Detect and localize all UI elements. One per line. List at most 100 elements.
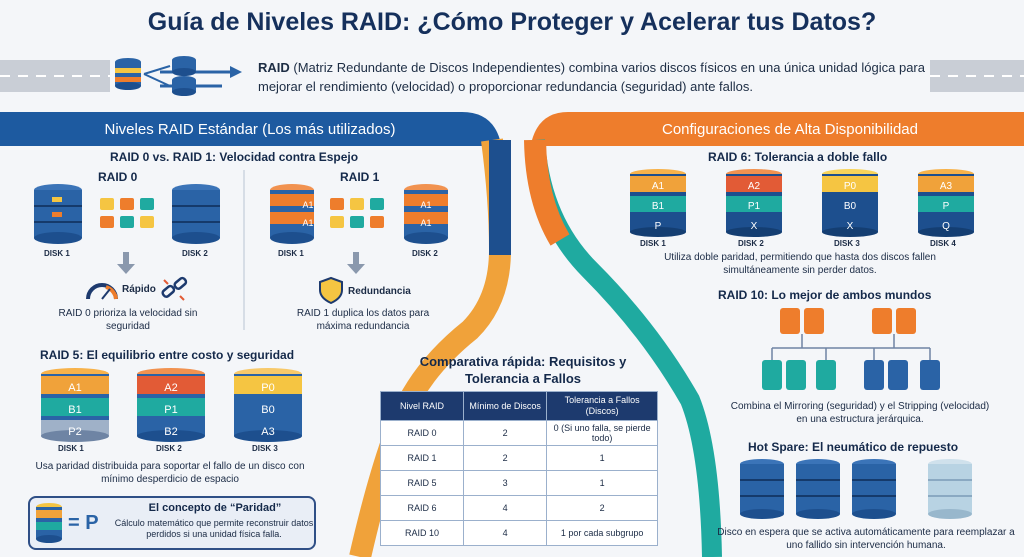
table-cell: RAID 6 xyxy=(379,495,465,521)
parity-concept-box xyxy=(28,496,316,550)
comparison-table: Nivel RAID Mínimo de Discos Tolerancia a… xyxy=(379,391,658,546)
arrow-down-icon xyxy=(117,252,135,274)
broken-link-icon xyxy=(161,276,188,301)
table-cell: RAID 1 xyxy=(379,445,465,471)
database-icon xyxy=(796,459,840,519)
database-icon xyxy=(36,503,62,543)
table-cell: 0 (Si uno falla, se pierde todo) xyxy=(546,420,658,446)
intro-strong: RAID xyxy=(258,60,290,75)
intro-rest: (Matriz Redundante de Discos Independien… xyxy=(258,60,925,94)
table-header: Tolerancia a Fallos (Discos) xyxy=(546,391,658,421)
raid0-disk1-icon xyxy=(34,184,82,244)
raid6-caption: Utiliza doble paridad, permitiendo que h… xyxy=(664,252,936,276)
speedometer-icon xyxy=(86,283,118,300)
hotspare-heading: Hot Spare: El neumático de repuesto xyxy=(748,440,959,454)
page-title: Guía de Niveles RAID: ¿Cómo Proteger y A… xyxy=(147,8,877,36)
arrow-down-icon xyxy=(347,252,365,274)
raid5-disk1-icon xyxy=(41,368,109,442)
raid6-disk2-icon xyxy=(726,169,782,237)
raid6-heading: RAID 6: Tolerancia a doble fallo xyxy=(708,150,888,164)
raid1-disk2-icon xyxy=(404,184,448,244)
left-banner-title: Niveles RAID Estándar (Los más utilizado… xyxy=(104,120,396,138)
table-header: Mínimo de Discos xyxy=(463,391,548,421)
table-cell: 2 xyxy=(546,495,658,521)
raid1-feature: Redundancia xyxy=(348,286,411,297)
raid5-disks xyxy=(41,368,302,442)
database-icon xyxy=(852,459,896,519)
raid6-disk2-label: DISK 2 xyxy=(738,239,764,248)
raid5-disk3-icon xyxy=(234,368,302,442)
comparison-title: Comparativa rápida: Requisitos y Toleran… xyxy=(419,354,627,386)
shield-icon xyxy=(319,276,343,304)
table-cell: 1 por cada subgrupo xyxy=(546,520,658,546)
raid1-disk2-label: DISK 2 xyxy=(412,249,438,258)
raid10-diagram xyxy=(762,308,940,390)
raid10-mirror-pair-2 xyxy=(872,308,916,334)
table-cell: 4 xyxy=(463,495,548,521)
raid6-disk4-label: DISK 4 xyxy=(930,239,956,248)
raid5-disk2-icon xyxy=(137,368,205,442)
raid10-stripe-disks xyxy=(762,360,940,390)
table-cell: RAID 10 xyxy=(379,520,465,546)
database-icon xyxy=(740,459,784,519)
raid0-disk1-label: DISK 1 xyxy=(44,249,70,258)
raid6-disk1-icon xyxy=(630,169,686,237)
table-cell: 1 xyxy=(546,470,658,496)
database-icon xyxy=(172,56,196,96)
raid6-disks xyxy=(630,169,974,237)
raid0-raid1-diagram xyxy=(34,184,448,274)
raid6-disk1-label: DISK 1 xyxy=(640,239,666,248)
table-cell: 3 xyxy=(463,470,548,496)
raid5-heading: RAID 5: El equilibrio entre costo y segu… xyxy=(40,348,295,362)
raid5-disk2-label: DISK 2 xyxy=(156,444,182,453)
table-cell: 1 xyxy=(546,445,658,471)
raid1-label: RAID 1 xyxy=(340,170,380,184)
raid6-disk3-label: DISK 3 xyxy=(834,239,860,248)
raid10-caption: Combina el Mirroring (seguridad) y el St… xyxy=(730,401,990,425)
raid1-disk1-label: DISK 1 xyxy=(278,249,304,258)
parity-equals: = P xyxy=(68,512,99,534)
raid0-stripe-blocks xyxy=(100,198,154,228)
header-disks-illustration xyxy=(115,56,196,96)
raid10-mirror-pair-1 xyxy=(780,308,824,334)
right-banner-title: Configuraciones de Alta Disponibilidad xyxy=(662,120,918,138)
raid5-disk3-label: DISK 3 xyxy=(252,444,278,453)
right-banner-shape xyxy=(532,112,1024,146)
table-cell: 2 xyxy=(463,420,548,446)
table-cell: RAID 0 xyxy=(379,420,465,446)
parity-title: El concepto de “Paridad” xyxy=(148,502,282,514)
raid10-heading: RAID 10: Lo mejor de ambos mundos xyxy=(718,288,932,302)
raid0-vs-1-heading: RAID 0 vs. RAID 1: Velocidad contra Espe… xyxy=(110,150,359,164)
raid0-caption: RAID 0 prioriza la velocidad sin segurid… xyxy=(58,308,198,332)
raid0-label: RAID 0 xyxy=(98,170,138,184)
database-icon xyxy=(115,58,141,90)
raid1-mirror-blocks xyxy=(330,198,384,228)
raid0-feature-fast: Rápido xyxy=(122,284,156,295)
hotspare-caption: Disco en espera que se activa automática… xyxy=(717,527,1015,551)
raid6-disk4-icon xyxy=(918,169,974,237)
table-cell: 2 xyxy=(463,445,548,471)
hotspare-disks xyxy=(740,459,972,519)
comparison-table-wrap: Nivel RAID Mínimo de Discos Tolerancia a… xyxy=(379,391,658,546)
table-cell: RAID 5 xyxy=(379,470,465,496)
raid0-disk2-label: DISK 2 xyxy=(182,249,208,258)
table-cell: 4 xyxy=(463,520,548,546)
spare-disk-icon xyxy=(928,459,972,519)
raid6-disk3-icon xyxy=(822,169,878,237)
table-header: Nivel RAID xyxy=(379,391,465,421)
raid1-caption: RAID 1 duplica los datos para máxima red… xyxy=(296,308,430,332)
